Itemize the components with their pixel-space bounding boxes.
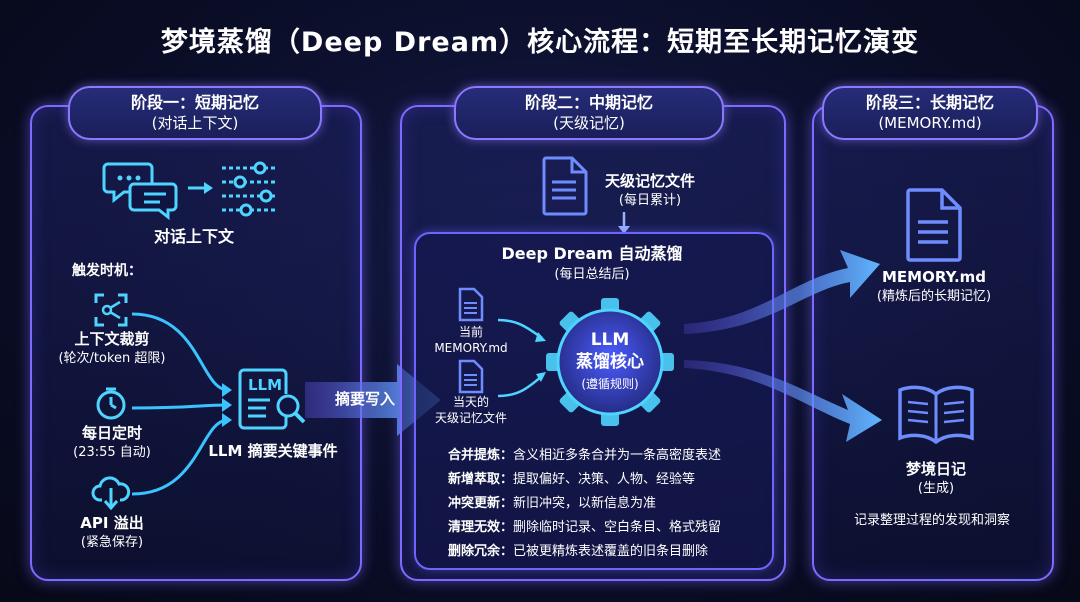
trigger-context-crop: 上下文裁剪 (轮次/token 超限) bbox=[50, 330, 174, 368]
core-line1: LLM bbox=[590, 330, 630, 350]
stage1-panel bbox=[30, 105, 362, 581]
stage1-subtitle: (对话上下文) bbox=[151, 114, 239, 132]
memory-md-title: MEMORY.md bbox=[881, 268, 987, 286]
trigger-heading: 触发时机： bbox=[72, 263, 142, 279]
input-today-memory: 当天的 天级记忆文件 bbox=[426, 394, 516, 426]
trigger-api-overflow: API 溢出 (紧急保存) bbox=[50, 514, 174, 552]
core-line2: 蒸馏核心 bbox=[576, 352, 644, 372]
rule-cleanup-key: 清理无效： bbox=[448, 520, 514, 535]
trigger-daily-desc: (23:55 自动) bbox=[73, 445, 151, 460]
stopwatch-icon bbox=[96, 387, 126, 420]
rule-redundant-text: 已被更精炼表述覆盖的旧条目删除 bbox=[513, 544, 709, 559]
memory-md-sub: (精炼后的长期记忆) bbox=[876, 289, 992, 304]
trigger-daily-name: 每日定时 bbox=[81, 424, 142, 442]
rule-extract-text: 提取偏好、决策、人物、经验等 bbox=[513, 472, 696, 487]
rule-merge-key: 合并提炼： bbox=[448, 448, 514, 463]
dream-diary-desc: 记录整理过程的发现和洞察 bbox=[853, 513, 1010, 528]
llm-summary-label: LLM 摘要关键事件 bbox=[208, 442, 338, 460]
stage1-title: 阶段一：短期记忆 bbox=[130, 93, 259, 112]
open-book-icon bbox=[898, 385, 974, 445]
trigger-api-overflow-name: API 溢出 bbox=[80, 514, 144, 532]
daily-memory-file-sub: (每日累计) bbox=[618, 193, 682, 208]
stage1-header: 阶段一：短期记忆 (对话上下文) bbox=[68, 86, 322, 140]
memory-md-file-icon bbox=[906, 188, 962, 262]
rule-redundant-key: 删除冗余： bbox=[448, 544, 514, 559]
core-line3: (遵循规则) bbox=[581, 377, 639, 391]
dream-diary-label: 梦境日记 (生成) bbox=[880, 460, 992, 498]
rule-merge-text: 含义相近多条合并为一条高密度表述 bbox=[513, 448, 722, 463]
trigger-daily: 每日定时 (23:55 自动) bbox=[50, 424, 174, 462]
daily-memory-file-title: 天级记忆文件 bbox=[604, 172, 695, 190]
rule-cleanup-text: 删除临时记录、空白条目、格式残留 bbox=[513, 520, 722, 535]
daily-memory-file-icon bbox=[542, 156, 588, 216]
deep-dream-sub: (每日总结后) bbox=[554, 267, 630, 282]
crop-scan-icon bbox=[94, 293, 128, 327]
input-current-memory-line1: 当前 bbox=[458, 325, 483, 339]
trigger-api-overflow-desc: (紧急保存) bbox=[80, 535, 144, 550]
stage3-header: 阶段三：长期记忆 (MEMORY.md) bbox=[822, 86, 1038, 140]
llm-document-search-icon: LLM bbox=[238, 368, 306, 430]
cloud-download-icon bbox=[91, 476, 131, 511]
arrow-down-icon bbox=[618, 212, 630, 234]
rule-conflict-text: 新旧冲突，以新信息为准 bbox=[513, 496, 657, 511]
rule-conflict-key: 冲突更新： bbox=[448, 496, 514, 511]
rule-extract: 新增萃取：提取偏好、决策、人物、经验等 bbox=[448, 468, 695, 487]
rule-merge: 合并提炼：含义相近多条合并为一条高密度表述 bbox=[448, 444, 721, 463]
stage2-subtitle: (天级记忆) bbox=[553, 114, 625, 132]
input-current-memory-line2: MEMORY.md bbox=[434, 341, 508, 355]
stage3-panel bbox=[812, 105, 1054, 581]
rule-cleanup: 清理无效：删除临时记录、空白条目、格式残留 bbox=[448, 516, 721, 535]
daily-memory-file-label: 天级记忆文件 (每日累计) bbox=[594, 172, 706, 210]
filter-sliders-icon bbox=[222, 161, 278, 217]
dream-diary-title: 梦境日记 bbox=[905, 460, 966, 478]
input-today-memory-line2: 天级记忆文件 bbox=[434, 411, 507, 425]
llm-icon-text: LLM bbox=[248, 376, 282, 394]
today-memory-file-icon bbox=[458, 359, 484, 394]
llm-distill-gear-icon bbox=[546, 298, 674, 426]
summary-write-label: 摘要写入 bbox=[334, 390, 395, 408]
dream-diary-sub: (生成) bbox=[917, 481, 955, 496]
chat-bubbles-icon bbox=[102, 162, 178, 221]
rule-conflict: 冲突更新：新旧冲突，以新信息为准 bbox=[448, 492, 656, 511]
trigger-context-crop-name: 上下文裁剪 bbox=[74, 330, 150, 348]
input-current-memory: 当前 MEMORY.md bbox=[426, 324, 516, 356]
input-today-memory-line1: 当天的 bbox=[452, 395, 489, 409]
stage3-title: 阶段三：长期记忆 bbox=[865, 93, 994, 112]
arrow-right-icon bbox=[188, 182, 213, 194]
deep-dream-title: Deep Dream 自动蒸馏 bbox=[501, 244, 683, 263]
current-memory-file-icon bbox=[458, 287, 484, 322]
stage2-title: 阶段二：中期记忆 bbox=[524, 93, 653, 112]
page-title: 梦境蒸馏（Deep Dream）核心流程：短期至长期记忆演变 bbox=[160, 27, 920, 58]
dialog-context-label: 对话上下文 bbox=[153, 227, 234, 246]
trigger-context-crop-desc: (轮次/token 超限) bbox=[58, 351, 166, 366]
rule-redundant: 删除冗余：已被更精炼表述覆盖的旧条目删除 bbox=[448, 540, 708, 559]
core-label: LLM 蒸馏核心 (遵循规则) bbox=[566, 330, 654, 395]
stage3-subtitle: (MEMORY.md) bbox=[878, 114, 982, 132]
memory-md-label: MEMORY.md (精炼后的长期记忆) bbox=[866, 268, 1002, 306]
stage2-header: 阶段二：中期记忆 (天级记忆) bbox=[454, 86, 724, 140]
rule-extract-key: 新增萃取： bbox=[448, 472, 514, 487]
